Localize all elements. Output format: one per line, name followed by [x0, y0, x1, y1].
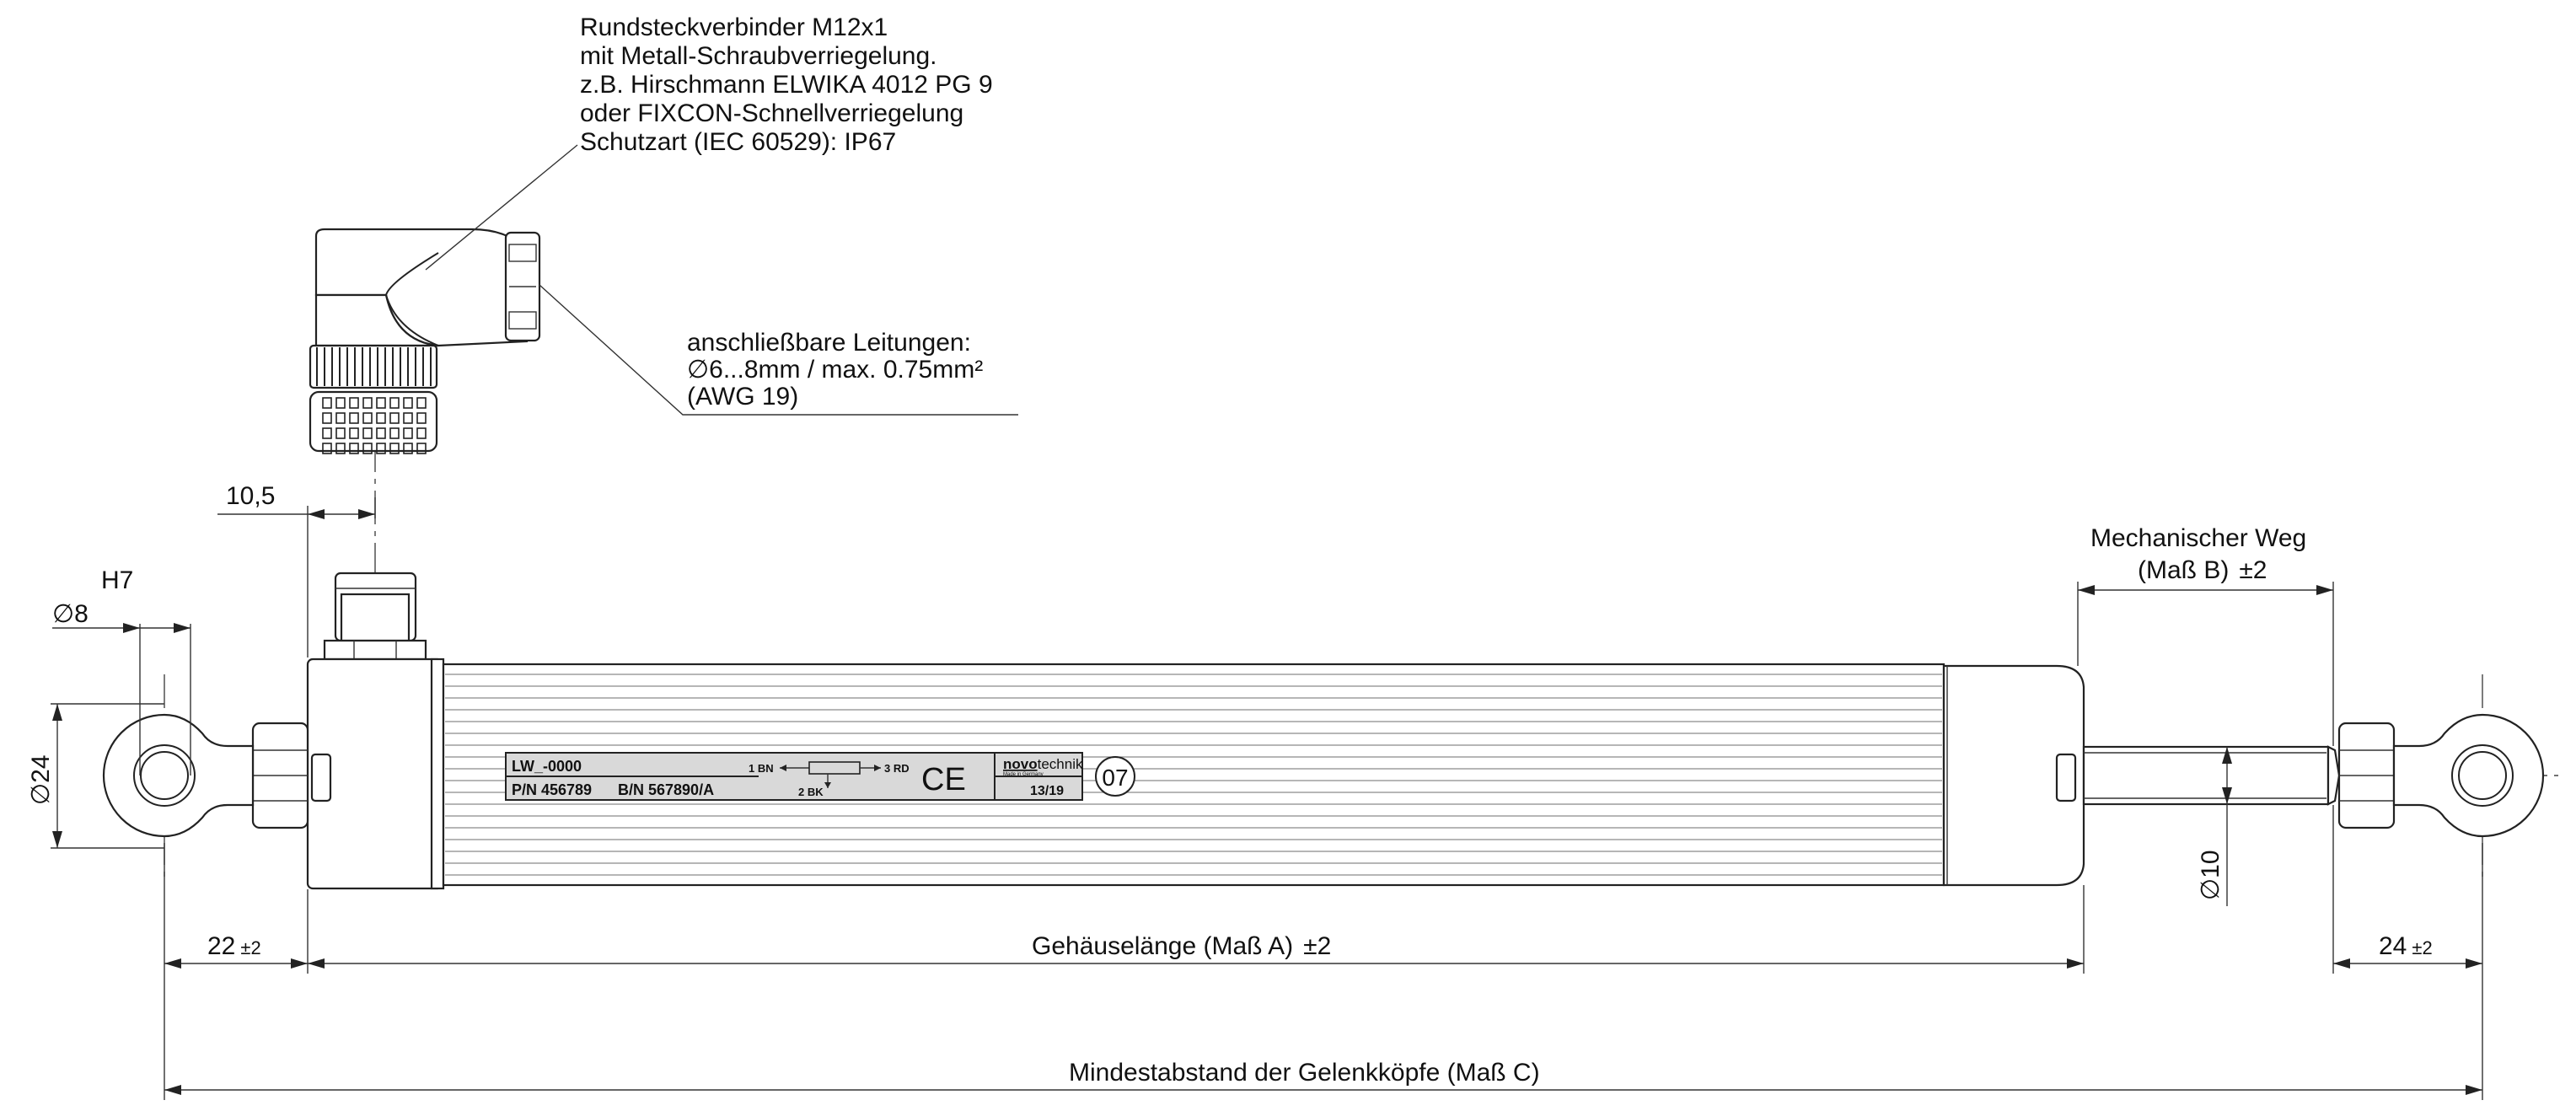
grip-cell	[335, 397, 346, 409]
grip-cell	[376, 412, 386, 424]
grip-cell	[376, 427, 386, 439]
cable-note-line-2: ∅6...8mm / max. 0.75mm²	[687, 356, 983, 384]
left-rod-eye	[102, 713, 309, 838]
housing-length-label: Gehäuselänge (Maß A)±2	[1032, 932, 1331, 960]
connector-note-line-2: mit Metall-Schraubverriegelung.	[580, 42, 937, 70]
grip-cell	[349, 397, 359, 409]
potentiometer-schematic-icon	[780, 761, 881, 788]
grip-cell	[389, 443, 400, 454]
connector-offset-label: 10,5	[226, 482, 275, 510]
grip-cell	[403, 443, 413, 454]
right-eye-offset-dimension: 24±2	[2333, 932, 2482, 969]
min-distance-label: Mindestabstand der Gelenkköpfe (Maß C)	[1069, 1059, 1540, 1087]
connector-note-line-4: oder FIXCON-Schnellverriegelung	[580, 99, 963, 127]
left-eye-offset-dimension: 22±2	[164, 932, 308, 969]
grip-cell	[335, 427, 346, 439]
grip-cell	[362, 443, 373, 454]
grip-cell	[349, 412, 359, 424]
grip-cell	[389, 427, 400, 439]
cable-note-line-3: (AWG 19)	[687, 383, 798, 411]
connector-offset-dimension: 10,5	[217, 482, 376, 657]
label-ce-mark: CE	[921, 762, 966, 797]
bore-tolerance-label: H7	[101, 566, 133, 594]
rod-diameter-label: ∅10	[2197, 850, 2224, 900]
grip-cell	[349, 427, 359, 439]
grip-cell	[416, 443, 427, 454]
min-distance-dimension: Mindestabstand der Gelenkköpfe (Maß C)	[164, 1059, 2482, 1095]
product-label-plate: LW_-0000 P/N 456789 B/N 567890/A 1 BN 3 …	[505, 752, 1083, 801]
angled-connector-plug	[309, 228, 541, 454]
grip-cell	[322, 397, 332, 409]
eye-diameter-dimension: ∅24	[27, 703, 164, 849]
sensor-housing	[306, 572, 2085, 890]
label-part-number: P/N 456789	[512, 781, 592, 798]
label-brand-sub: Made in Germany	[1003, 772, 1044, 777]
mechanical-travel-label: (Maß B)±2	[2138, 556, 2267, 584]
grip-cell	[376, 443, 386, 454]
right-eye-offset-label: 24±2	[2379, 932, 2433, 960]
cable-leader-line	[539, 284, 1018, 416]
cable-note: anschließbare Leitungen: ∅6...8mm / max.…	[687, 329, 983, 411]
label-model: LW_-0000	[512, 758, 582, 775]
grip-cell	[403, 397, 413, 409]
grip-cell	[322, 412, 332, 424]
grip-cell	[362, 427, 373, 439]
connector-note-line-5: Schutzart (IEC 60529): IP67	[580, 128, 896, 156]
grip-cell	[322, 443, 332, 454]
label-batch-number: B/N 567890/A	[618, 781, 714, 798]
connector-note: Rundsteckverbinder M12x1 mit Metall-Schr…	[580, 13, 993, 156]
grip-cell	[403, 427, 413, 439]
bore-diameter-label: ∅8	[52, 600, 89, 628]
grip-cell	[362, 412, 373, 424]
grip-cell	[416, 412, 427, 424]
connector-leader-line	[425, 144, 578, 271]
connector-note-line-3: z.B. Hirschmann ELWIKA 4012 PG 9	[580, 71, 993, 99]
label-pin-3: 3 RD	[884, 762, 910, 775]
label-pin-1: 1 BN	[749, 762, 774, 775]
grip-cell	[362, 397, 373, 409]
grip-cell	[335, 412, 346, 424]
eye-diameter-label: ∅24	[27, 754, 55, 805]
grip-cell	[389, 412, 400, 424]
grip-cell	[322, 427, 332, 439]
pin-count-badge: 07	[1095, 756, 1135, 797]
right-rod-eye	[2337, 713, 2545, 838]
label-brand: novotechnik	[1003, 756, 1083, 772]
grip-cell	[416, 427, 427, 439]
cable-note-line-1: anschließbare Leitungen:	[687, 329, 971, 357]
grip-cell	[335, 443, 346, 454]
label-pin-2: 2 BK	[798, 786, 824, 798]
grip-cell	[376, 397, 386, 409]
bore-diameter-dimension: H7 ∅8	[52, 566, 191, 776]
mechanical-travel-dimension: Mechanischer Weg (Maß B)±2	[2077, 524, 2334, 746]
grip-cell	[389, 397, 400, 409]
label-date-code: 13/19	[1030, 784, 1064, 798]
rod-diameter-dimension: ∅10	[2197, 747, 2232, 906]
connector-note-line-1: Rundsteckverbinder M12x1	[580, 13, 888, 41]
grip-cell	[416, 397, 427, 409]
housing-length-dimension: Gehäuselänge (Maß A)±2	[308, 932, 2084, 969]
grip-cell	[349, 443, 359, 454]
pin-badge-label: 07	[1102, 765, 1128, 791]
piston-rod	[2082, 745, 2341, 806]
left-eye-offset-label: 22±2	[207, 932, 261, 960]
mechanical-travel-title: Mechanischer Weg	[2090, 524, 2306, 552]
grip-cell	[403, 412, 413, 424]
